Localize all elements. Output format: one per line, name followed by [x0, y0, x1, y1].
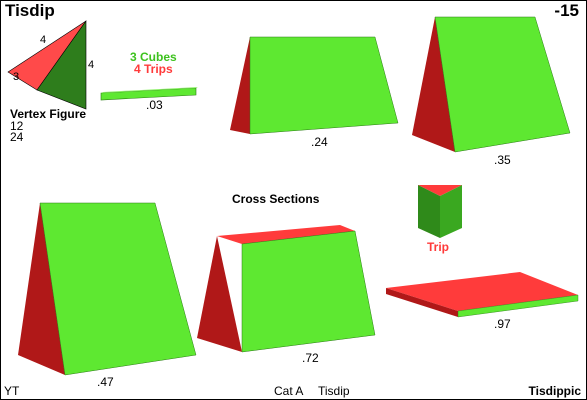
prism-035-green-face [434, 16, 571, 153]
vertex-edge-label-right: 4 [88, 59, 95, 71]
trip-label: Trip [427, 240, 450, 254]
section-value-072: .72 [302, 351, 319, 365]
slab-097-red-side [386, 288, 458, 317]
vertex-figure-triangle [7, 20, 87, 110]
vertex-figure-number-2: 24 [10, 130, 24, 144]
vertex-figure-number-1: 12 [10, 119, 24, 133]
vertex-figure-green-face [36, 20, 87, 110]
section-prism-047 [18, 202, 197, 376]
slab-003-top [101, 87, 198, 93]
prism-072-red-side [197, 236, 242, 352]
footer-category: Cat A [274, 384, 304, 398]
trip-green-face [440, 185, 462, 238]
footer-author: YT [4, 384, 20, 398]
section-slab-003 [100, 87, 198, 101]
section-prism-035 [412, 16, 571, 153]
prism-072-red-top [217, 225, 355, 244]
trip-dark-face [418, 185, 440, 238]
cubes-count-label: 3 Cubes [130, 50, 177, 64]
prism-072-green-face [241, 230, 376, 353]
section-slab-097 [386, 272, 579, 318]
section-value-035: .35 [494, 153, 511, 167]
prism-047-green-face [39, 202, 197, 376]
slab-097-green-face [457, 294, 579, 318]
vertex-edge-label-left: 3 [13, 71, 20, 83]
cross-sections-label: Cross Sections [232, 192, 320, 206]
page-title: Tisdip [5, 1, 55, 20]
prism-024-red-side [230, 37, 250, 134]
trip-prism [418, 185, 462, 238]
section-value-097: .97 [494, 317, 511, 331]
section-value-003: .03 [146, 98, 163, 112]
trips-count-label: 4 Trips [134, 62, 173, 76]
corner-number: -15 [554, 1, 579, 20]
section-prism-024 [230, 36, 399, 135]
section-value-047: .47 [97, 375, 114, 389]
prism-024-green-face [249, 36, 399, 135]
vertex-edge-label-top: 4 [40, 34, 47, 46]
footer-long-name: Tisdippic [528, 384, 581, 398]
prism-035-red-side [412, 17, 455, 152]
section-value-024: .24 [311, 135, 328, 149]
section-prism-072 [197, 225, 376, 353]
slab-097-red-top [386, 272, 578, 311]
vertex-figure-label: Vertex Figure [10, 107, 87, 121]
prism-047-red-side [18, 203, 65, 375]
footer-short-name: Tisdip [318, 384, 350, 398]
trip-red-top [418, 185, 462, 196]
